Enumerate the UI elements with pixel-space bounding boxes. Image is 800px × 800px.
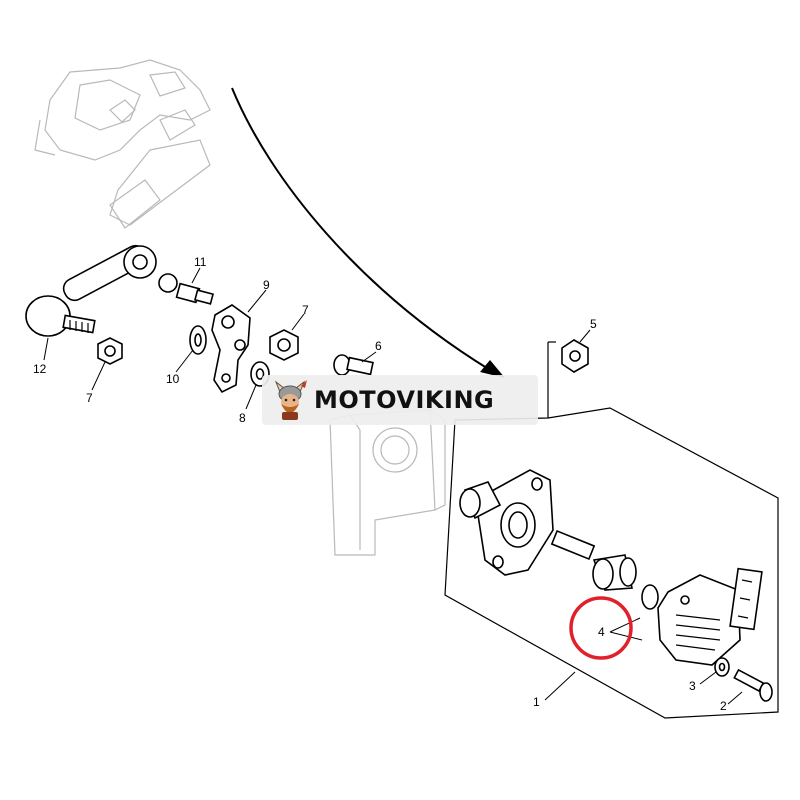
callout-7-right: 7 bbox=[302, 303, 309, 317]
callout-6: 6 bbox=[375, 339, 382, 353]
callout-2: 2 bbox=[720, 699, 727, 713]
background-pedal-assembly bbox=[34, 59, 211, 229]
brand-name: MOTOVIKING bbox=[314, 386, 495, 414]
part-6-bolt bbox=[333, 354, 374, 376]
part-5-nut bbox=[561, 339, 589, 373]
part-9-lever-plate bbox=[211, 304, 251, 394]
callout-4: 4 bbox=[598, 625, 605, 639]
callout-9: 9 bbox=[263, 278, 270, 292]
o-ring bbox=[641, 584, 659, 610]
callout-3: 3 bbox=[689, 679, 696, 693]
background-bracket bbox=[329, 409, 446, 556]
callout-labels: 12 7 11 10 9 7 8 6 5 4 3 2 1 bbox=[33, 255, 727, 713]
brand-watermark: MOTOVIKING bbox=[262, 375, 538, 425]
part-12-ball-joint-link bbox=[25, 244, 157, 337]
callout-7-left: 7 bbox=[86, 391, 93, 405]
position-sensor-body bbox=[657, 567, 763, 666]
viking-mascot-icon bbox=[274, 380, 307, 420]
part-11-stud bbox=[158, 273, 215, 305]
assembly-arrow bbox=[231, 87, 505, 378]
callout-1: 1 bbox=[533, 695, 540, 709]
part-3-washer bbox=[714, 657, 730, 677]
leader-lines bbox=[43, 267, 743, 705]
part-7-nut-left bbox=[97, 337, 123, 365]
highlight-circle bbox=[569, 596, 633, 660]
callout-5: 5 bbox=[590, 317, 597, 331]
part-7-nut-right bbox=[269, 329, 299, 361]
mounting-flange bbox=[459, 469, 554, 576]
callout-11: 11 bbox=[194, 255, 207, 269]
callout-8: 8 bbox=[239, 411, 246, 425]
callout-12: 12 bbox=[33, 362, 47, 376]
part-10-lock-washer bbox=[189, 325, 207, 355]
callout-10: 10 bbox=[166, 372, 180, 386]
sensor-shaft bbox=[550, 529, 637, 591]
part-2-screw bbox=[733, 668, 773, 702]
